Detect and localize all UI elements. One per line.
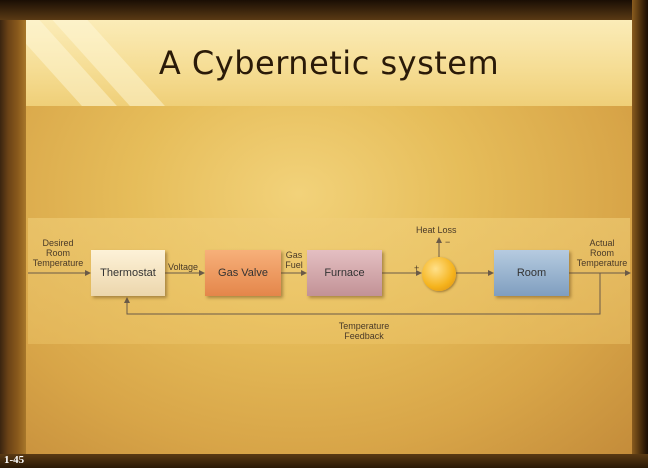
slide-frame-bottom xyxy=(0,454,648,468)
slide-title: A Cybernetic system xyxy=(158,44,500,82)
summing-junction xyxy=(422,257,456,291)
voltage-label: Voltage xyxy=(168,262,199,272)
feedback-path xyxy=(124,273,601,315)
slide-frame-top xyxy=(0,0,648,20)
heat-loss-label: Heat Loss xyxy=(416,225,457,235)
title-band xyxy=(26,20,632,106)
gas-valve-label: Gas Valve xyxy=(218,267,268,279)
heat-loss-minus-sign: − xyxy=(445,237,451,247)
actual-temperature-label: Actual Room Temperature xyxy=(576,238,628,268)
thermostat-block: Thermostat xyxy=(91,250,165,296)
slide-number: 1-45 xyxy=(4,454,25,466)
desired-temperature-label: Desired Room Temperature xyxy=(32,238,84,268)
room-block: Room xyxy=(494,250,569,296)
gas-valve-block: Gas Valve xyxy=(205,250,281,296)
temperature-feedback-label: Temperature Feedback xyxy=(338,321,390,341)
furnace-label: Furnace xyxy=(324,267,365,279)
furnace-plus-sign: + xyxy=(414,263,420,273)
slide-frame-right xyxy=(632,0,648,468)
room-label: Room xyxy=(516,267,547,279)
thermostat-label: Thermostat xyxy=(100,267,156,279)
furnace-block: Furnace xyxy=(307,250,382,296)
gas-fuel-label: Gas Fuel xyxy=(285,250,303,270)
